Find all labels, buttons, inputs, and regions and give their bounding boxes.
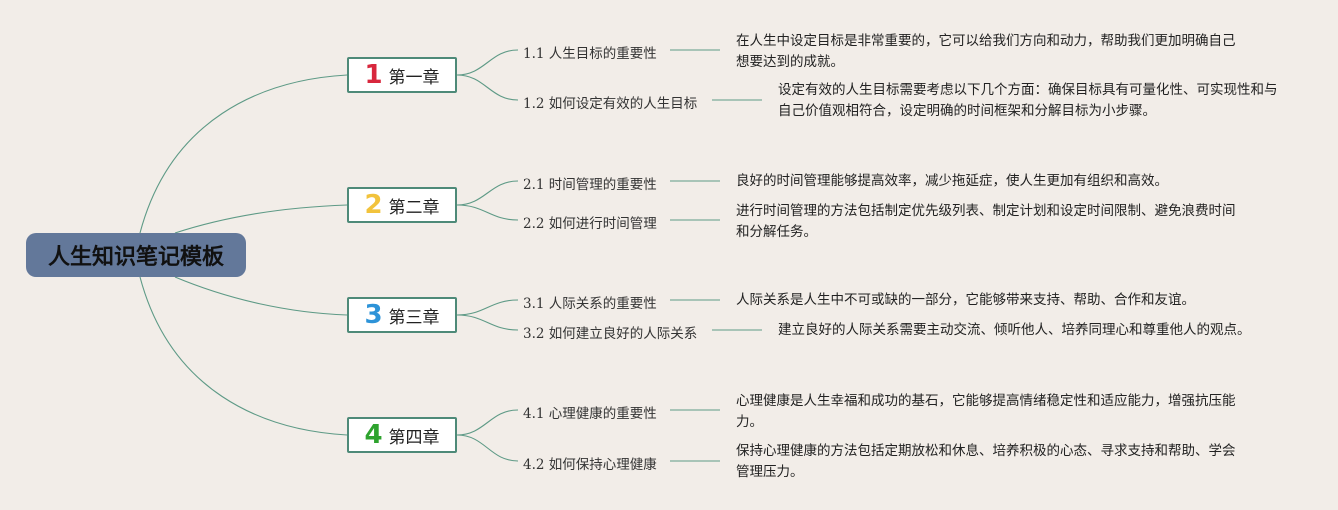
chapter-4-node[interactable]: 4 第四章 (347, 417, 457, 453)
chapter-1-title: 第一章 (388, 67, 440, 88)
chapter-1-node[interactable]: 1 第一章 (347, 57, 457, 93)
chapter-4-title: 第四章 (388, 427, 440, 448)
desc-4-1: 心理健康是人生幸福和成功的基石，它能够提高情绪稳定性和适应能力，增强抗压能力。 (736, 393, 1236, 430)
desc-1-2: 设定有效的人生目标需要考虑以下几个方面：确保目标具有可量化性、可实现性和与自己价… (778, 82, 1278, 119)
link-root-chapter-3 (174, 276, 348, 316)
subtopic-4-2[interactable]: 4.2 如何保持心理健康 (523, 457, 657, 473)
desc-2-2: 进行时间管理的方法包括制定优先级列表、制定计划和设定时间限制、避免浪费时间和分解… (736, 203, 1236, 240)
subtopic-2-1[interactable]: 2.1 时间管理的重要性 (523, 177, 657, 193)
desc-3-1: 人际关系是人生中不可或缺的一部分，它能够带来支持、帮助、合作和友谊。 (736, 292, 1195, 308)
subtopic-4-1[interactable]: 4.1 心理健康的重要性 (523, 406, 657, 422)
desc-4-2: 保持心理健康的方法包括定期放松和休息、培养积极的心态、寻求支持和帮助、学会管理压… (736, 443, 1236, 480)
desc-1-1: 在人生中设定目标是非常重要的，它可以给我们方向和动力，帮助我们更加明确自己想要达… (736, 33, 1236, 70)
link-chapter-3-sub-2 (456, 314, 519, 331)
subtopic-3-2[interactable]: 3.2 如何建立良好的人际关系 (523, 326, 698, 342)
link-chapter-4-sub-1 (456, 409, 519, 436)
chapter-2-title: 第二章 (388, 197, 440, 218)
link-chapter-3-sub-1 (456, 299, 519, 316)
desc-2-1: 良好的时间管理能够提高效率，减少拖延症，使人生更加有组织和高效。 (736, 173, 1168, 189)
link-chapter-1-sub-1 (456, 49, 519, 76)
link-chapter-2-sub-2 (456, 204, 519, 221)
chapter-3-number: 3 (364, 300, 383, 330)
subtopic-1-1[interactable]: 1.1 人生目标的重要性 (523, 46, 657, 62)
subtopic-2-2[interactable]: 2.2 如何进行时间管理 (523, 216, 657, 232)
link-chapter-2-sub-1 (456, 180, 519, 206)
chapter-2-number: 2 (364, 190, 383, 220)
chapter-1-number: 1 (364, 60, 383, 90)
subtopic-3-1[interactable]: 3.1 人际关系的重要性 (523, 296, 657, 312)
link-chapter-1-sub-2 (456, 74, 519, 101)
chapter-3-node[interactable]: 3 第三章 (347, 297, 457, 333)
chapter-4-number: 4 (364, 420, 383, 450)
link-chapter-4-sub-2 (456, 434, 519, 462)
chapter-2-node[interactable]: 2 第二章 (347, 187, 457, 223)
desc-3-2: 建立良好的人际关系需要主动交流、倾听他人、培养同理心和尊重他人的观点。 (778, 322, 1251, 338)
root-title: 人生知识笔记模板 (47, 245, 224, 270)
root-topic[interactable]: 人生知识笔记模板 (26, 233, 246, 277)
link-root-chapter-4 (139, 276, 348, 436)
chapter-3-title: 第三章 (388, 307, 440, 328)
link-root-chapter-2 (174, 204, 348, 234)
subtopic-1-2[interactable]: 1.2 如何设定有效的人生目标 (523, 96, 698, 112)
link-root-chapter-1 (139, 74, 348, 234)
